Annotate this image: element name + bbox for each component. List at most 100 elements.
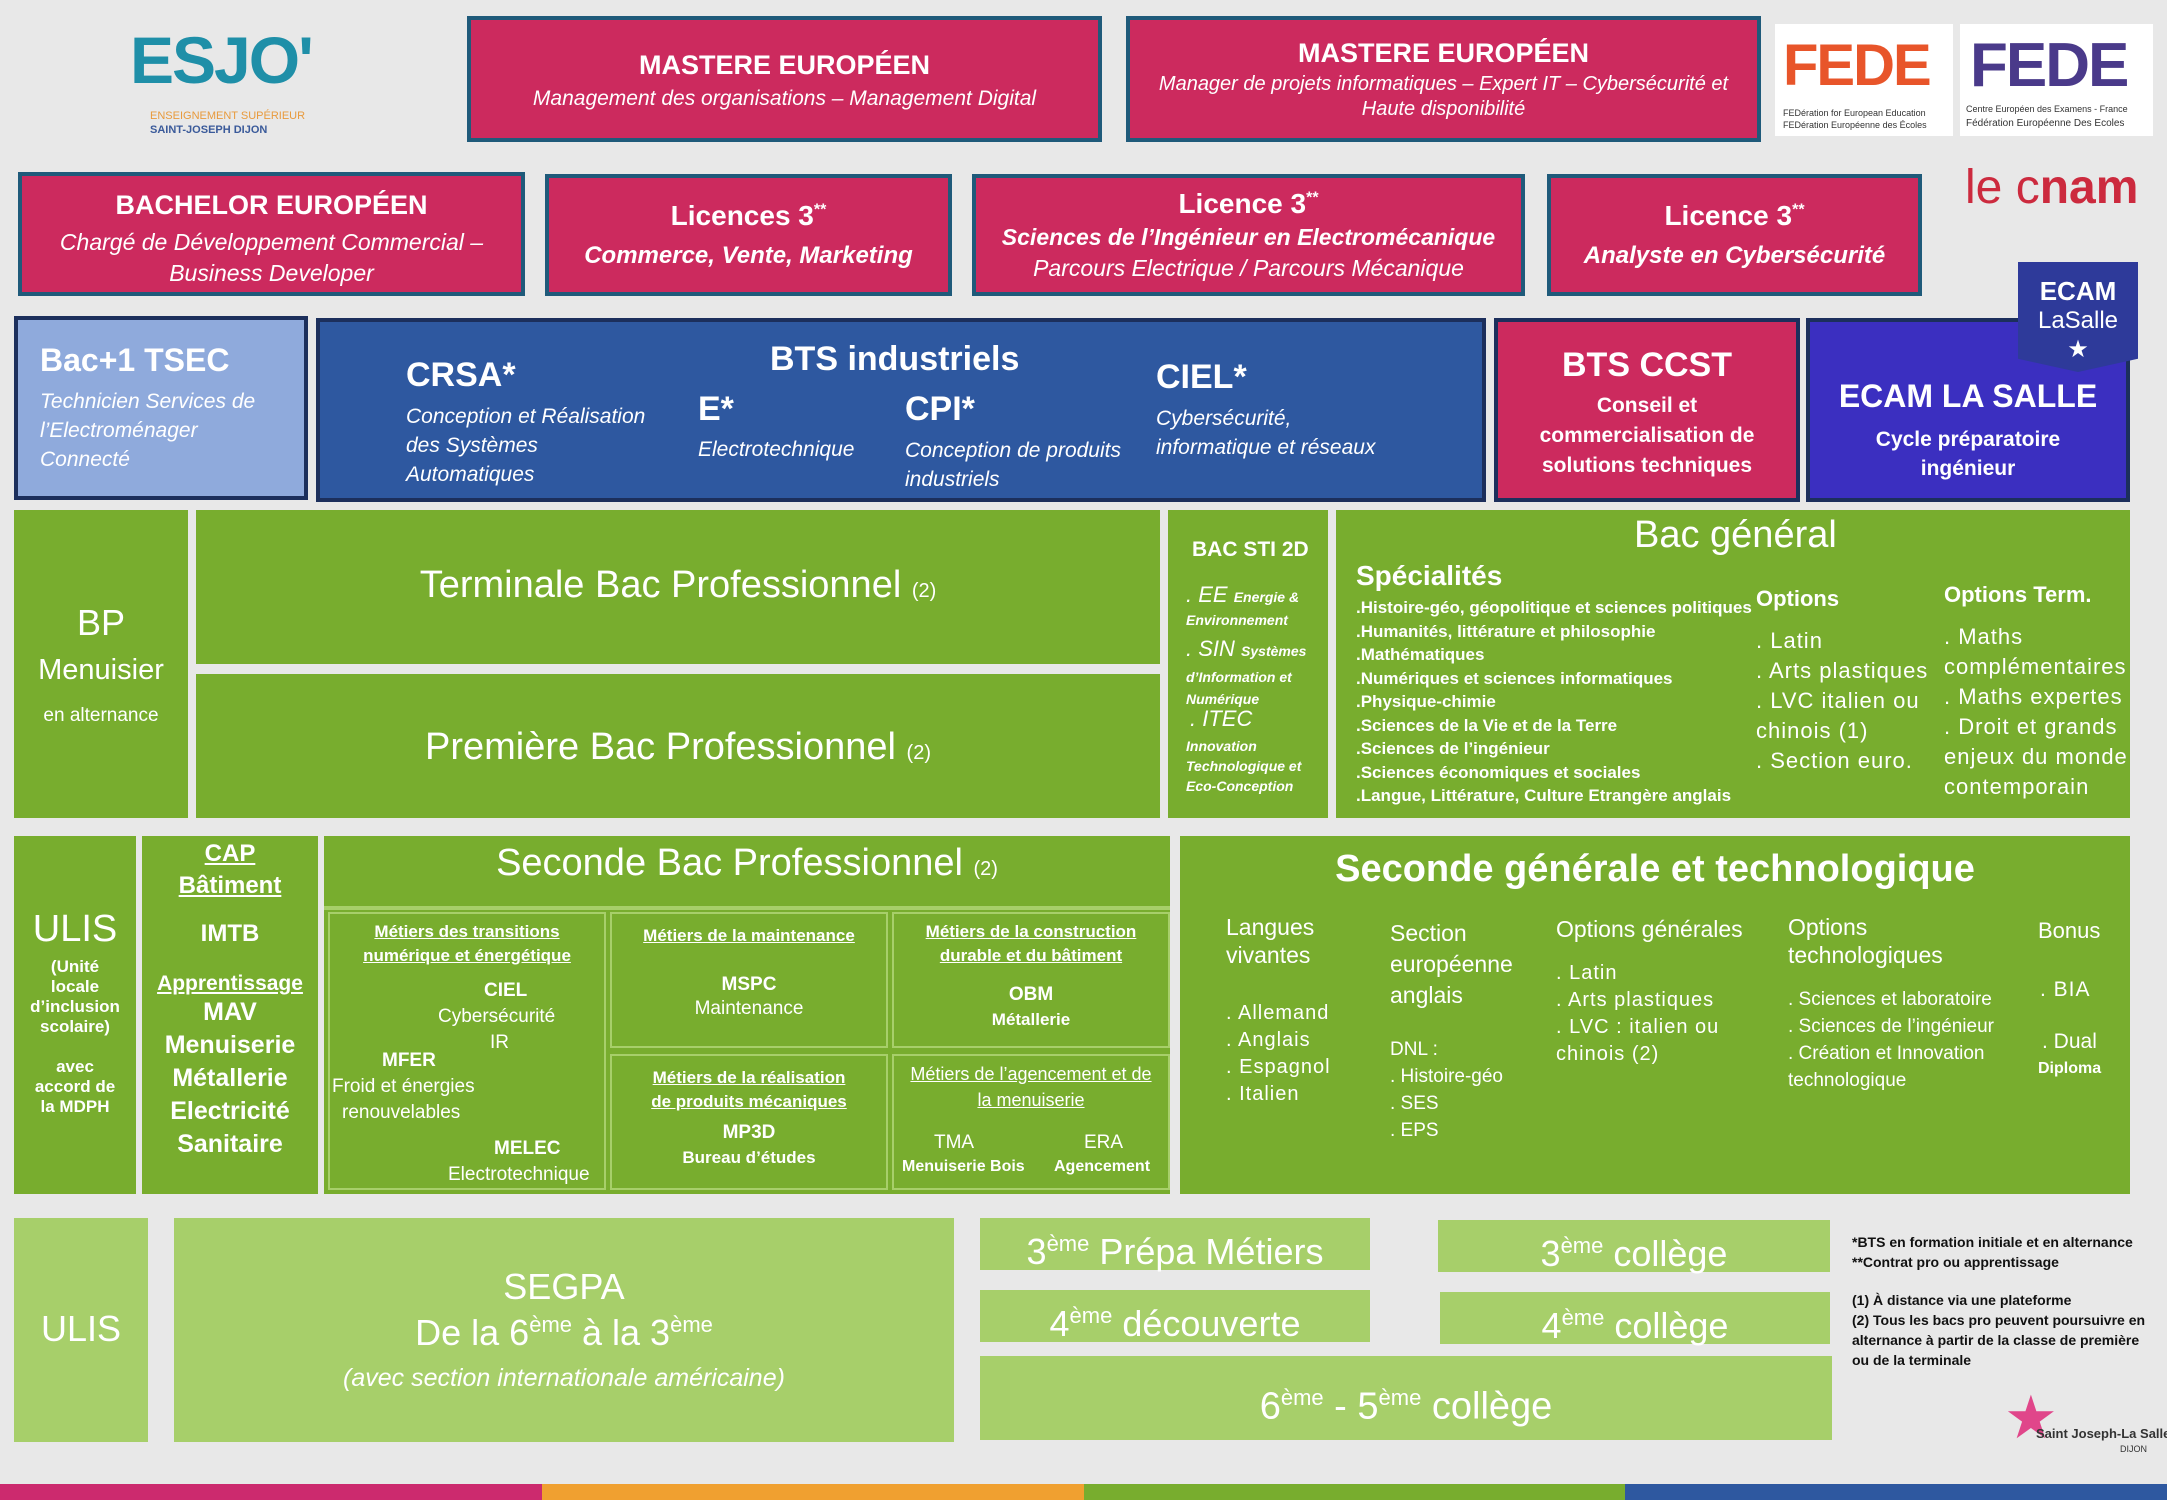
note-3: (1) À distance via une plateforme <box>1852 1292 2072 1308</box>
seconde-gt-box: Seconde générale et technologique Langue… <box>1180 836 2130 1194</box>
ecam-logo-lasalle: LaSalle <box>2037 307 2119 334</box>
fede-logo-2: FEDE Centre Européen des Examens - Franc… <box>1960 24 2153 136</box>
agencement-title2: la menuiserie <box>977 1090 1085 1110</box>
fede-logo-2-text: FEDE <box>1970 31 2129 100</box>
bts-crsa-sub3: Automatiques <box>406 463 535 486</box>
bac-sti2d-box: BAC STI 2D . EE Energie & Environnement … <box>1168 510 1328 818</box>
bp-title: BP <box>76 602 126 643</box>
dnl-item: . Histoire-géo <box>1390 1066 1503 1087</box>
bonus-bia: . BIA <box>2040 978 2091 1001</box>
note-4c: ou de la terminale <box>1852 1352 1972 1368</box>
licence-commerce-sup: ** <box>813 201 827 219</box>
era-title: ERA <box>1084 1132 1124 1153</box>
tsec-box: Bac+1 TSEC Technicien Services de l’Elec… <box>14 316 308 500</box>
bts-ciel-title: CIEL* <box>1156 358 1247 396</box>
segpa-line2a: De la 6 <box>415 1312 530 1353</box>
spec-item: .Histoire-géo, géopolitique et sciences … <box>1356 598 1752 617</box>
master-it-title: MASTERE EUROPÉEN <box>1297 38 1590 68</box>
fede-logo-1: FEDE FEDération for European Education F… <box>1775 24 1953 136</box>
c65-b: - 5 <box>1323 1385 1379 1428</box>
note-1: *BTS en formation initiale et en alterna… <box>1852 1234 2133 1250</box>
ulis-lycee-title: ULIS <box>32 908 118 950</box>
option-item: . Section euro. <box>1756 748 1913 773</box>
mspc-title: MSPC <box>721 974 777 995</box>
spec-item: .Humanités, littérature et philosophie <box>1356 621 1656 641</box>
licence-electromeca-sup: ** <box>1306 189 1319 207</box>
lang-list: . Allemand. Anglais. Espagnol. Italien <box>1226 1000 1331 1108</box>
spec-item: .Langue, Littérature, Culture Etrangère … <box>1356 786 1732 805</box>
spec-item: .Numériques et sciences informatiques <box>1356 668 1673 688</box>
lang-item: . Italien <box>1226 1083 1300 1105</box>
licence-electromeca-sub2: Parcours Electrique / Parcours Mécanique <box>1033 255 1464 281</box>
melec-sub: Electrotechnique <box>448 1164 590 1185</box>
mfer-sub1: Froid et énergies <box>332 1076 475 1097</box>
bts-ciel-sub2: informatique et réseaux <box>1156 436 1376 459</box>
seconde-gt-title: Seconde générale et technologique <box>1335 848 1975 890</box>
melec-title: MELEC <box>494 1138 561 1159</box>
esjo-logo-text: ESJO' <box>130 23 314 97</box>
segpa-sup1: ème <box>529 1312 572 1337</box>
band-pink <box>0 1484 542 1500</box>
dnl-item: . SES <box>1390 1093 1439 1114</box>
licence-commerce-sub: Commerce, Vente, Marketing <box>584 242 913 269</box>
sjls-logo-sub: DIJON <box>2120 1444 2147 1454</box>
bts-ccst-sub3: solutions techniques <box>1541 454 1753 477</box>
esjo-logo: ESJO' ENSEIGNEMENT SUPÉRIEUR SAINT-JOSEP… <box>130 22 340 142</box>
option-generale-item: . LVC : italien ou <box>1556 1016 1720 1038</box>
bonus-dual: . Dual <box>2042 1030 2097 1053</box>
master-it-box: MASTERE EUROPÉEN Manager de projets info… <box>1126 16 1761 142</box>
sti-itec-sub1: Innovation <box>1186 738 1257 754</box>
note-4b: alternance à partir de la classe de prem… <box>1852 1332 2140 1348</box>
licence-cyber-box: Licence 3** Analyste en Cybersécurité <box>1547 174 1922 296</box>
options-techno-title1: Options <box>1788 914 1868 940</box>
ulis-college-box: ULIS <box>14 1218 148 1442</box>
bp-alt: en alternance <box>43 705 159 726</box>
tma-title: TMA <box>934 1132 975 1153</box>
bts-e-sub: Electrotechnique <box>698 438 855 461</box>
quatrieme-n: 4 <box>1541 1305 1562 1346</box>
quatrieme-sup: ème <box>1561 1305 1605 1330</box>
tsec-sub2: l’Electroménager <box>40 419 198 442</box>
fede-logo-2-sub1: Centre Européen des Examens - France <box>1966 104 2128 114</box>
transitions-title2: numérique et énergétique <box>363 946 571 965</box>
mspc-sub: Maintenance <box>694 998 804 1019</box>
sjls-logo: ★ Saint Joseph-La Salle DIJON <box>2004 1388 2167 1462</box>
sti-ee-sub: Energie & <box>1233 589 1300 605</box>
master-management-sub: Management des organisations – Managemen… <box>532 87 1037 110</box>
option-techno-item: . Sciences et laboratoire <box>1788 989 1992 1010</box>
ecam-logo-text: ECAM <box>2039 276 2117 306</box>
footer-color-band <box>0 1484 2167 1500</box>
bts-ccst-sub1: Conseil et <box>1596 394 1698 417</box>
bac-general-opt-title: Options <box>1756 586 1840 611</box>
bachelor-title: BACHELOR EUROPÉEN <box>115 190 428 220</box>
ulis-desc-line: scolaire) <box>40 1017 110 1036</box>
seconde-pro-realisation-cell: Métiers de la réalisation de produits mé… <box>610 1054 888 1190</box>
bts-cpi-sub1: Conception de produits <box>905 439 1121 462</box>
dnl-list: DNL :. Histoire-géo. SES. EPS <box>1390 1036 1503 1144</box>
ulis-desc-line: avec <box>56 1057 94 1076</box>
fede-logo-2-sub2: Fédération Européenne Des Ecoles <box>1966 118 2125 129</box>
troisieme-n: 3 <box>1540 1233 1561 1274</box>
ulis-desc-line: la MDPH <box>40 1097 110 1116</box>
bts-cpi-sub2: industriels <box>905 468 1000 491</box>
option-term-item: enjeux du monde <box>1944 744 2128 769</box>
ecam-title: ECAM LA SALLE <box>1838 378 2098 414</box>
licence-commerce-title: Licences 3 <box>670 200 814 231</box>
band-blue <box>1625 1484 2167 1500</box>
cap-item: MAV <box>203 998 257 1026</box>
bac-general-spec-list: .Histoire-géo, géopolitique et sciences … <box>1356 596 1752 808</box>
bts-cpi-title: CPI* <box>905 390 975 428</box>
master-it-sub2: Haute disponibilité <box>1361 98 1526 120</box>
construction-title1: Métiers de la construction <box>925 922 1137 941</box>
terminale-pro-note: (2) <box>911 580 937 602</box>
bts-ciel-sub1: Cybersécurité, <box>1156 407 1292 430</box>
option-generale-item: . Arts plastiques <box>1556 989 1715 1011</box>
mp3d-title: MP3D <box>722 1122 776 1143</box>
ulis-desc-line: accord de <box>34 1077 116 1096</box>
band-orange <box>541 1484 1084 1500</box>
